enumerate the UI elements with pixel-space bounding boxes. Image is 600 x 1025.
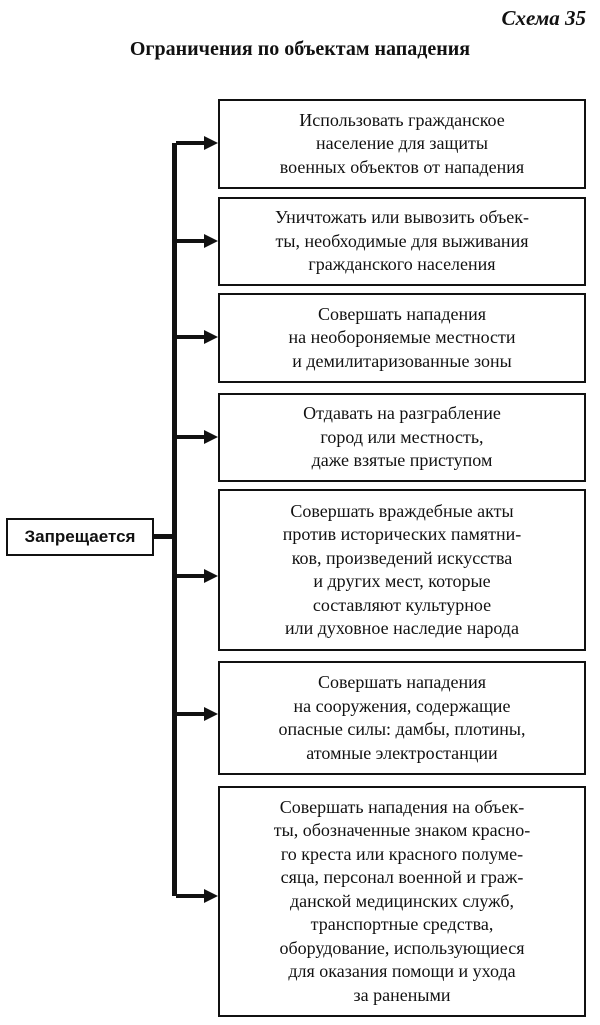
branch-arrow-5: [176, 566, 218, 586]
item-text: Совершать нападения на сооружения, содер…: [278, 672, 526, 763]
branch-arrow-7: [176, 886, 218, 906]
page-title: Ограничения по объектам нападения: [129, 38, 471, 60]
item-box-5: Совершать враждебные акты против историч…: [218, 489, 586, 651]
branch-arrow-6: [176, 704, 218, 724]
root-connector: [154, 534, 174, 539]
branch-arrow-2: [176, 231, 218, 251]
item-text: Совершать нападения на объек- ты, обозна…: [273, 796, 531, 1005]
item-box-2: Уничтожать или вывозить объек- ты, необх…: [218, 197, 586, 286]
branch-arrow-1: [176, 133, 218, 153]
item-box-4: Отдавать на разграбление город или местн…: [218, 393, 586, 482]
item-box-7: Совершать нападения на объек- ты, обозна…: [218, 786, 586, 1017]
item-text: Отдавать на разграбление город или местн…: [303, 403, 501, 471]
item-box-3: Совершать нападения на необороняемые мес…: [218, 293, 586, 383]
item-text: Совершать нападения на необороняемые мес…: [288, 303, 516, 371]
trunk-line: [172, 143, 177, 896]
item-text: Уничтожать или вывозить объек- ты, необх…: [275, 207, 529, 275]
item-box-1: Использовать гражданское население для з…: [218, 99, 586, 189]
branch-arrow-3: [176, 327, 218, 347]
item-text: Совершать враждебные акты против историч…: [282, 500, 522, 639]
item-text: Использовать гражданское население для з…: [279, 109, 525, 177]
item-box-6: Совершать нападения на сооружения, содер…: [218, 661, 586, 775]
schema-label: Схема 35: [501, 6, 586, 30]
root-node: Запрещается: [6, 518, 154, 556]
branch-arrow-4: [176, 427, 218, 447]
